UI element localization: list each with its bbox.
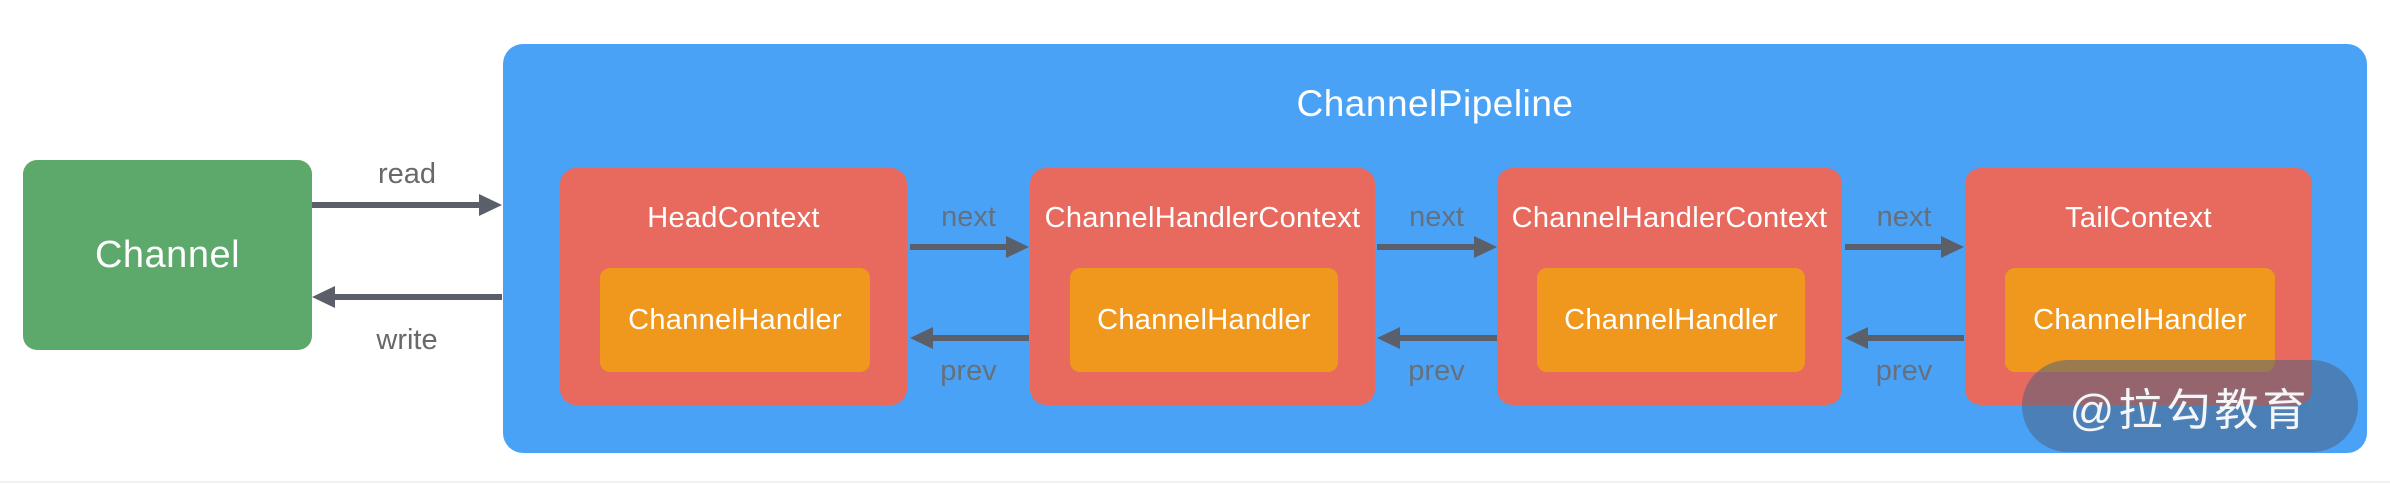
arrowhead-right-icon (1474, 236, 1497, 258)
handler-box: ChannelHandler (600, 268, 870, 372)
arrow-line (335, 294, 502, 300)
prev-arrow (1845, 327, 1964, 349)
channel-box: Channel (23, 160, 312, 350)
context-box-handler-2: ChannelHandlerContext ChannelHandler (1497, 168, 1842, 405)
channel-label: Channel (94, 233, 241, 276)
context-label: TailContext (2065, 201, 2212, 234)
pipeline-title: ChannelPipeline (1296, 83, 1574, 124)
handler-label: ChannelHandler (628, 303, 842, 336)
watermark-label: @拉勾教育 (2069, 386, 2311, 435)
arrowhead-right-icon (479, 194, 502, 216)
arrowhead-left-icon (312, 286, 335, 308)
next-arrow (1845, 236, 1964, 258)
write-arrow (312, 286, 502, 308)
arrow-line (312, 202, 479, 208)
context-label: HeadContext (647, 201, 820, 234)
arrowhead-left-icon (1845, 327, 1868, 349)
next-label: next (941, 201, 996, 233)
arrowhead-right-icon (1941, 236, 1964, 258)
context-label: ChannelHandlerContext (1511, 201, 1828, 234)
prev-arrow (1377, 327, 1497, 349)
handler-label: ChannelHandler (2033, 303, 2247, 336)
arrow-line (1400, 335, 1497, 341)
arrow-line (1377, 244, 1474, 250)
context-label: ChannelHandlerContext (1044, 201, 1361, 234)
watermark-badge: @拉勾教育 (2022, 360, 2358, 452)
arrowhead-right-icon (1006, 236, 1029, 258)
next-arrow (1377, 236, 1497, 258)
context-box-handler-1: ChannelHandlerContext ChannelHandler (1030, 168, 1375, 405)
context-box-head: HeadContext ChannelHandler (560, 168, 907, 405)
prev-label: prev (1875, 355, 1933, 387)
handler-box: ChannelHandler (2005, 268, 2275, 372)
next-arrow (910, 236, 1029, 258)
next-label: next (1876, 201, 1932, 233)
arrow-line (910, 244, 1006, 250)
page-bottom-divider (0, 481, 2390, 483)
context-box-tail: TailContext ChannelHandler (1965, 168, 2312, 405)
prev-arrow (910, 327, 1029, 349)
arrow-line (933, 335, 1029, 341)
handler-label: ChannelHandler (1564, 303, 1778, 336)
handler-box: ChannelHandler (1070, 268, 1338, 372)
prev-label: prev (940, 355, 997, 387)
read-label: read (377, 158, 437, 190)
arrow-line (1845, 244, 1941, 250)
arrow-line (1868, 335, 1964, 341)
read-arrow (312, 194, 502, 216)
arrowhead-left-icon (910, 327, 933, 349)
arrowhead-left-icon (1377, 327, 1400, 349)
handler-label: ChannelHandler (1097, 303, 1311, 336)
next-label: next (1409, 201, 1464, 233)
write-label: write (376, 324, 438, 356)
handler-box: ChannelHandler (1537, 268, 1805, 372)
prev-label: prev (1408, 355, 1465, 387)
